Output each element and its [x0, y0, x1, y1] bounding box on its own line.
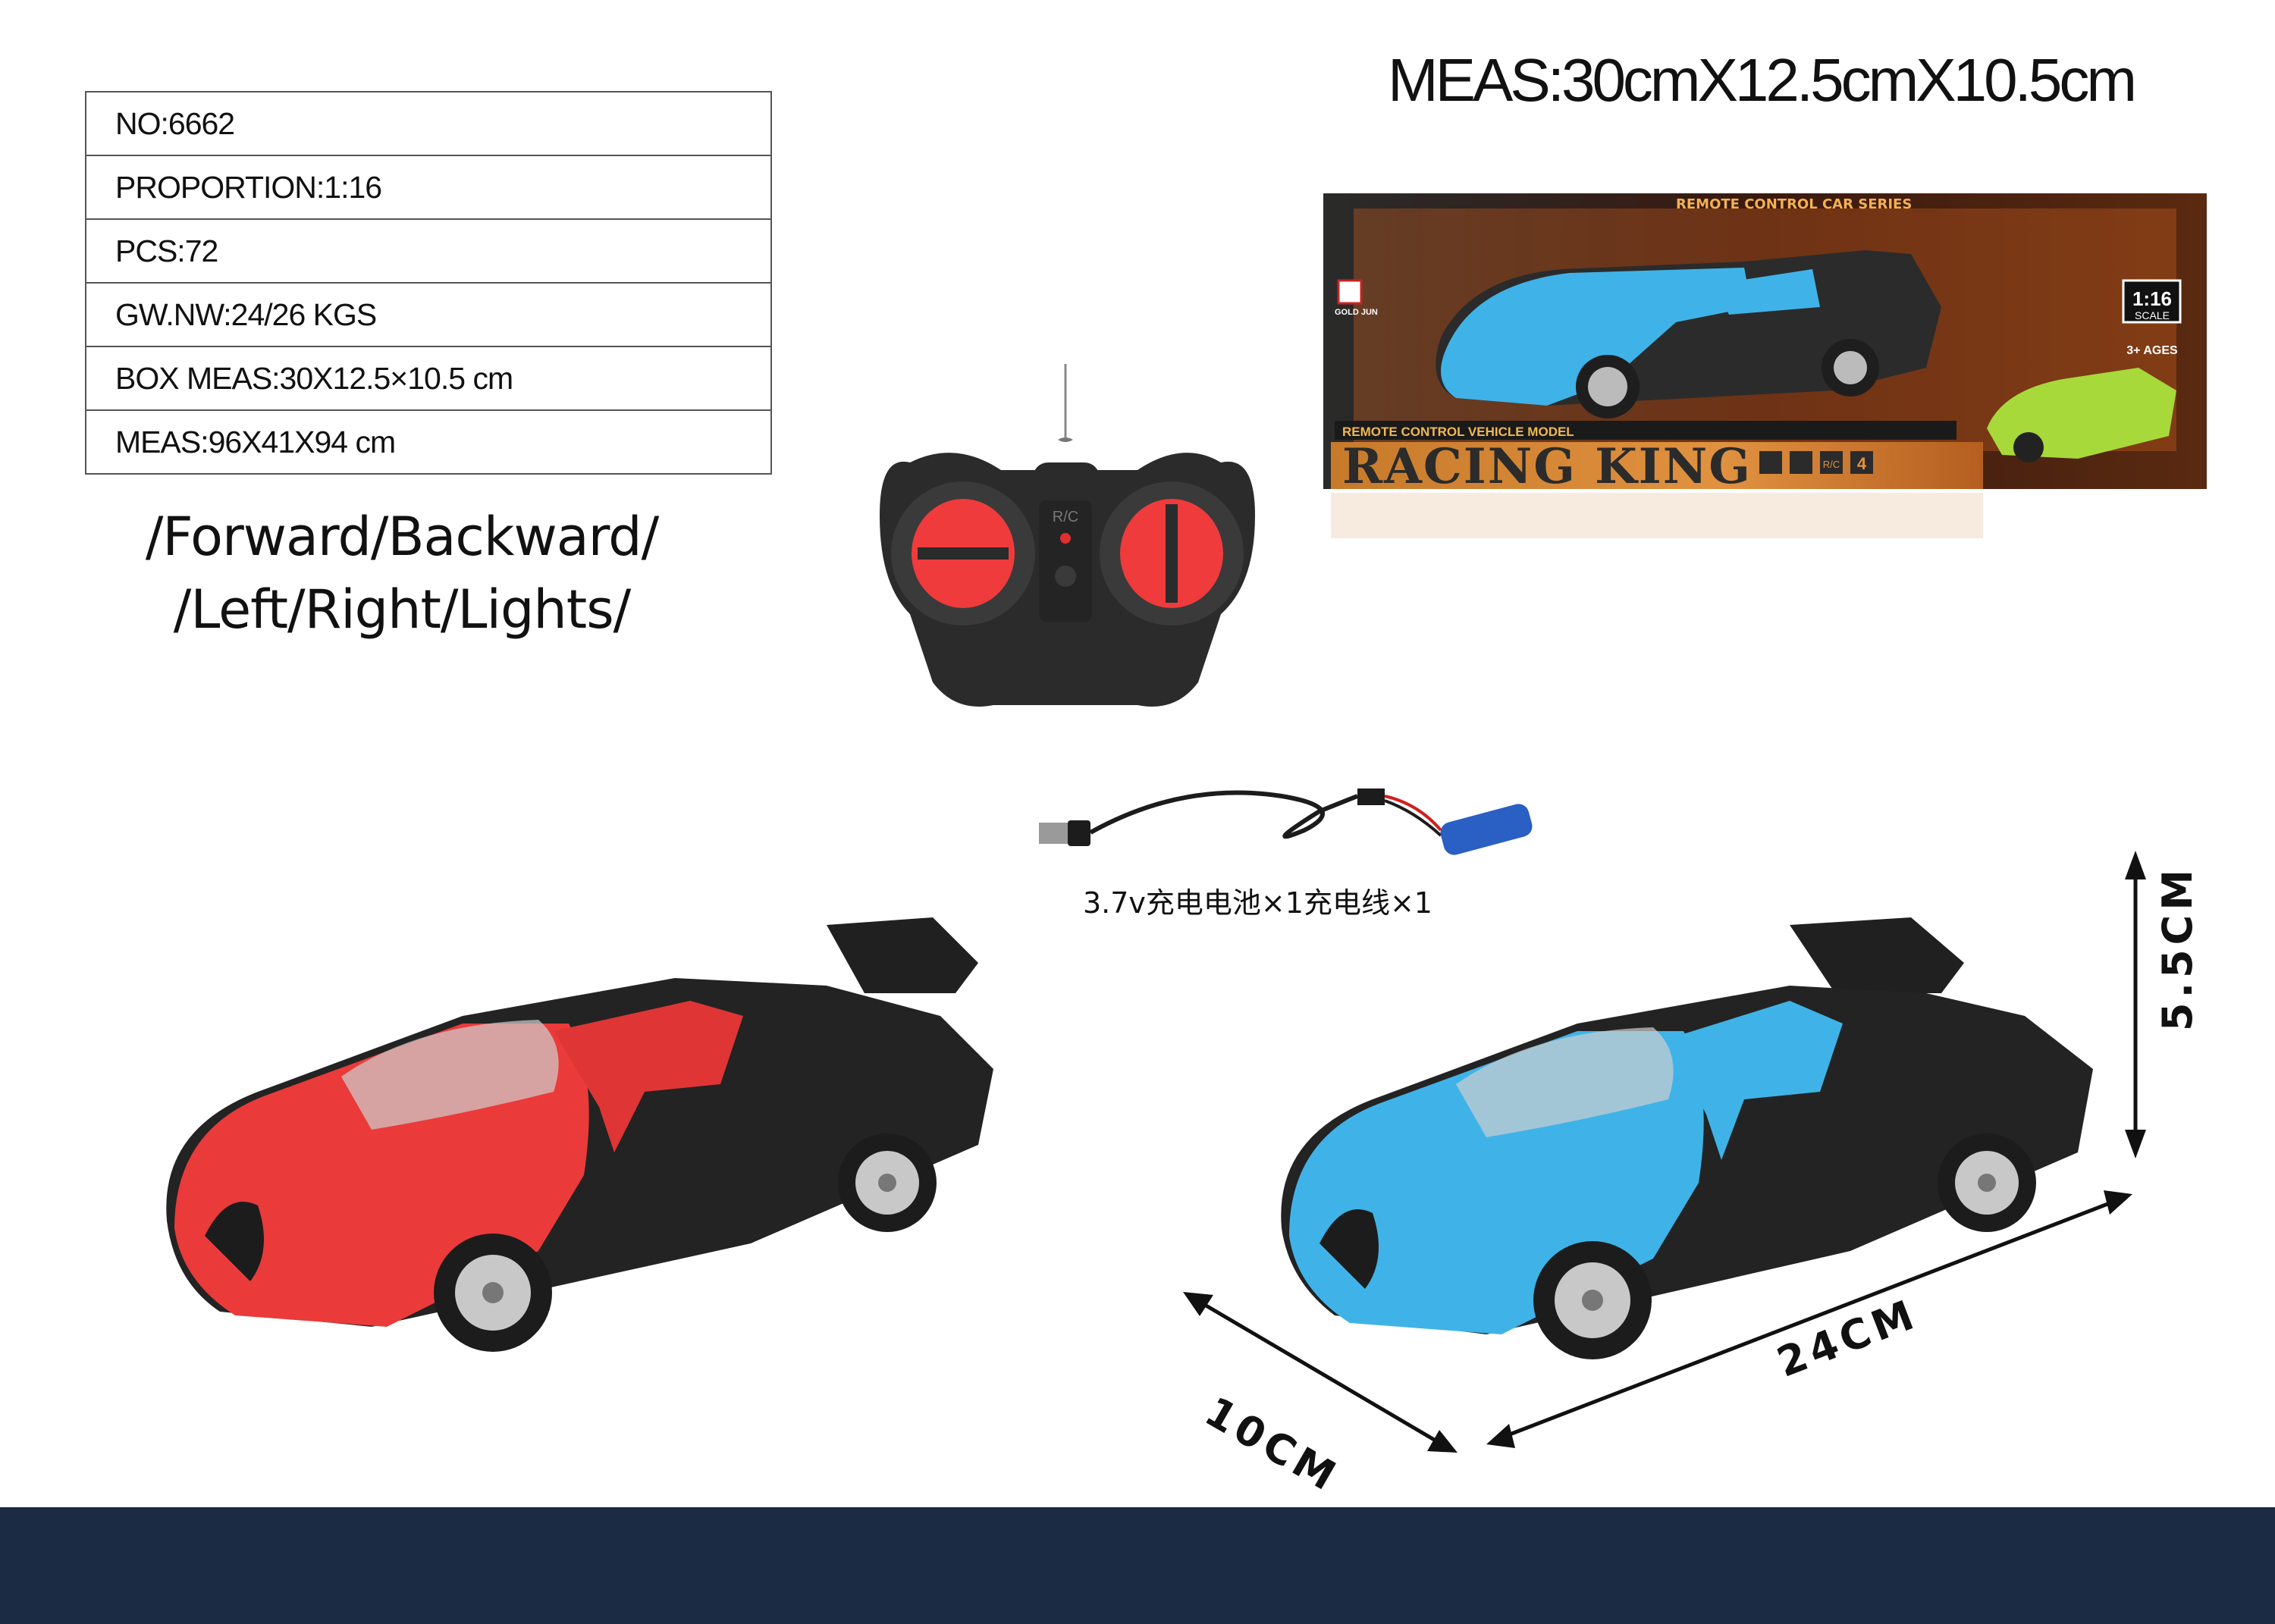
spec-no: NO:6662 [86, 92, 770, 156]
height-dimension-label: 5.5CM [2154, 864, 2201, 1031]
blue-car-image [1281, 917, 2093, 1359]
red-car-image [166, 917, 993, 1352]
box-scale-word: SCALE [2135, 309, 2170, 321]
box-brand: GOLD JUN [1335, 308, 1378, 317]
accessories-caption: 3.7v充电电池×1充电线×1 [1083, 886, 1432, 920]
box-scale: 1:16 [2132, 287, 2172, 310]
spec-pcs: PCS:72 [86, 220, 770, 284]
spec-box-meas: BOX MEAS:30X12.5×10.5 cm [86, 347, 770, 411]
function-line-1: /Forward/Backward/ [145, 506, 659, 568]
spec-proportion: PROPORTION:1:16 [86, 156, 770, 220]
spec-carton-meas: MEAS:96X41X94 cm [115, 424, 396, 459]
function-list: /Forward/Backward/ /Left/Right/Lights/ [91, 500, 713, 646]
remote-control-image: R/C [880, 364, 1255, 707]
box-rc: R/C [1823, 459, 1840, 470]
box-title: RACING KING [1342, 438, 1752, 495]
product-box-image: REMOTE CONTROL CAR SERIES GOLD JUN 1:16 … [1323, 193, 2207, 538]
box-channels: 4 [1857, 454, 1867, 473]
box-ages: 3+ AGES [2126, 344, 2178, 357]
footer-band [0, 1507, 2275, 1624]
remote-label: R/C [1053, 509, 1078, 525]
dimension-arrows [1183, 851, 2146, 1453]
package-meas: MEAS:30cmX12.5cmX10.5cm [1388, 46, 2137, 114]
spec-weight: GW.NW:24/26 KGS [86, 284, 770, 347]
box-model-text: REMOTE CONTROL VEHICLE MODEL [1342, 425, 1574, 439]
function-line-2: /Left/Right/Lights/ [173, 578, 632, 641]
charging-cable-battery-image [1039, 788, 1533, 855]
box-series-text: REMOTE CONTROL CAR SERIES [1676, 196, 1912, 212]
spec-table: NO:6662 PROPORTION:1:16 PCS:72 GW.NW:24/… [85, 91, 772, 475]
